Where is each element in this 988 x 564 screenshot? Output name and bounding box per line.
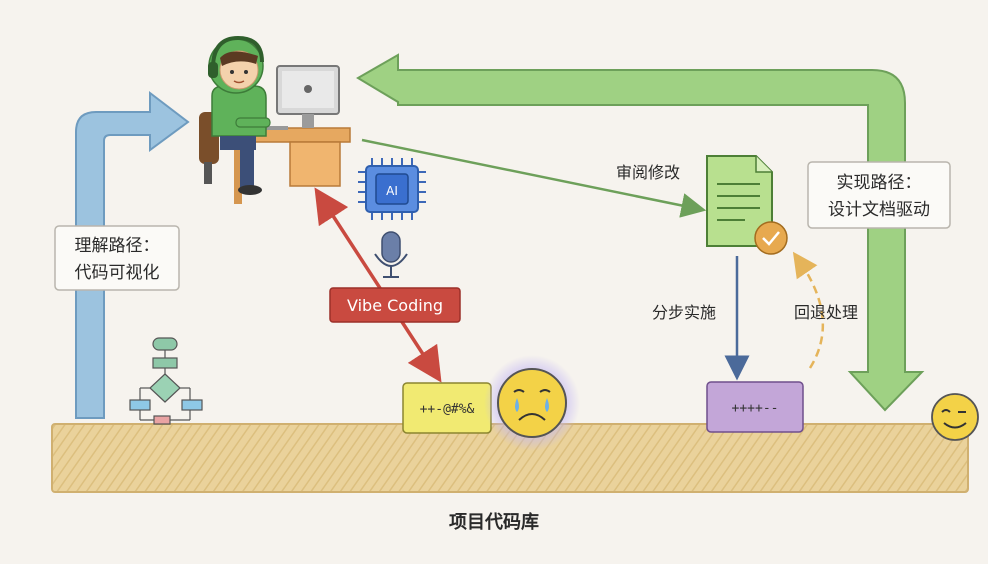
implement-path-arrow — [356, 53, 925, 412]
vibe-coding-label: Vibe Coding — [347, 296, 443, 315]
rollback-label: 回退处理 — [794, 303, 858, 322]
clean-code-box: ++++-- — [706, 381, 804, 433]
implement-path-title: 实现路径： — [837, 173, 922, 193]
vibe-coding-tag: Vibe Coding — [329, 287, 461, 323]
ai-chip-label: AI — [386, 184, 398, 198]
happy-face-icon — [931, 393, 979, 441]
messy-code-box: ++-@#%& — [402, 382, 492, 434]
flowchart-icon — [129, 337, 203, 425]
sad-face-icon — [484, 355, 580, 451]
understand-path-label: 理解路径： 代码可视化 — [54, 225, 180, 291]
developer-icon — [199, 35, 351, 204]
understand-path-subtitle: 代码可视化 — [75, 263, 160, 283]
clean-code-text: ++++-- — [732, 401, 779, 416]
implement-path-subtitle: 设计文档驱动 — [828, 200, 930, 220]
messy-code-text: ++-@#%& — [420, 402, 475, 417]
codebase-label: 项目代码库 — [449, 511, 539, 533]
review-modify-label: 审阅修改 — [616, 163, 680, 182]
implement-path-label: 实现路径： 设计文档驱动 — [807, 161, 951, 229]
design-document-icon — [706, 155, 788, 255]
check-icon — [754, 221, 788, 255]
vibe-coding-arrow — [314, 187, 442, 383]
rollback-arrow — [792, 251, 825, 369]
stepwise-implement-label: 分步实施 — [652, 303, 716, 322]
ai-chip-icon: AI — [358, 158, 426, 220]
microphone-icon — [374, 231, 408, 278]
understand-path-arrow — [75, 90, 190, 419]
review-arrow — [361, 138, 707, 218]
understand-path-title: 理解路径： — [75, 236, 160, 256]
